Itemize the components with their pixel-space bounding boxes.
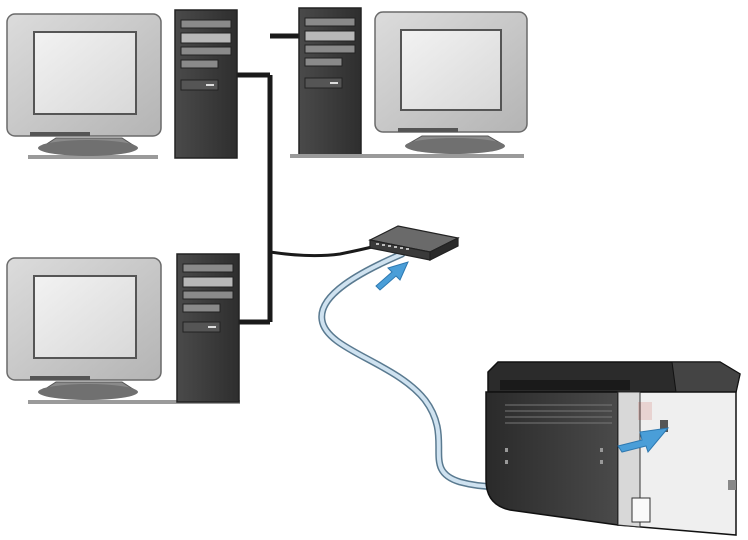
cable-to-hub bbox=[269, 244, 377, 258]
computer-top-right bbox=[290, 7, 528, 158]
tower-icon bbox=[298, 7, 362, 157]
tower-icon bbox=[174, 9, 238, 159]
network-hub-icon bbox=[368, 225, 460, 261]
tower-icon bbox=[176, 253, 240, 403]
hub-port-arrow-icon bbox=[375, 261, 409, 291]
monitor-icon bbox=[290, 11, 528, 158]
computer-bottom-left bbox=[6, 253, 240, 404]
monitor-icon bbox=[6, 13, 162, 159]
printer-port-arrow-icon bbox=[617, 427, 670, 454]
monitor-icon bbox=[6, 257, 240, 404]
computer-top-left bbox=[6, 9, 238, 159]
printer-icon bbox=[485, 361, 741, 536]
